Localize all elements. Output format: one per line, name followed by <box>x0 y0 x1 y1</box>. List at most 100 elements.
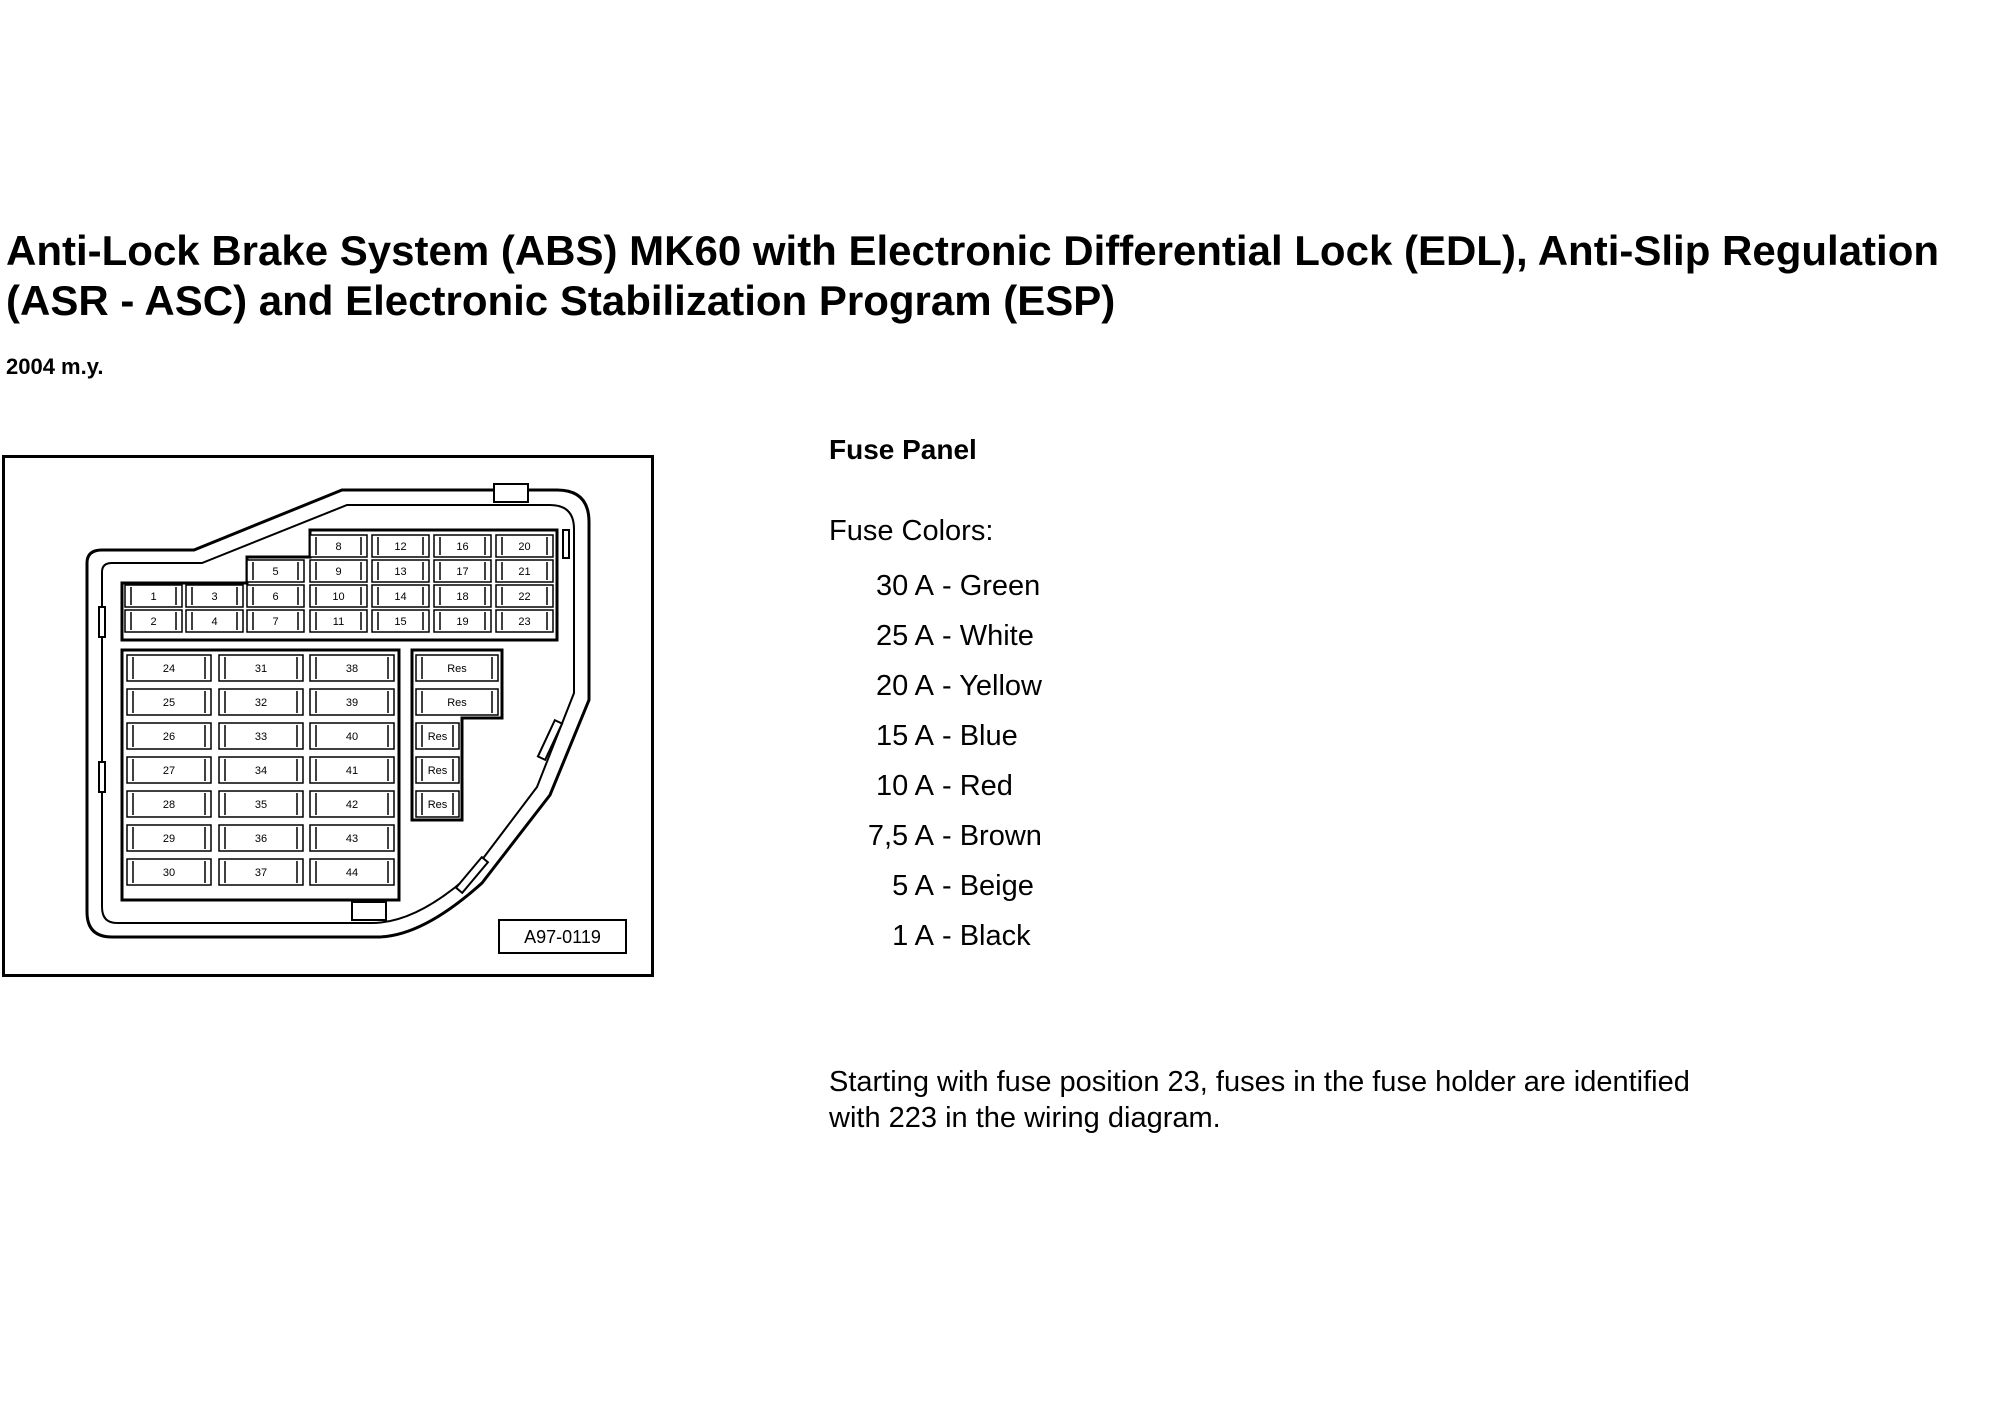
fuse-slot-label: Res <box>428 765 448 777</box>
reserve-slot: Res <box>415 722 460 750</box>
fuse-slot-label: 27 <box>163 765 175 777</box>
right-latch-lower <box>454 855 490 895</box>
fuse-slot: 23 <box>495 609 554 633</box>
left-latch-upper <box>98 606 106 638</box>
fuse-slot: 41 <box>309 756 395 784</box>
bottom-connector-tab <box>351 901 387 921</box>
fuse-color-row: 1 A- Black <box>829 911 1989 961</box>
fuse-slot-label: 31 <box>255 663 267 675</box>
fuse-color: - Green <box>942 570 1041 602</box>
fuse-slot-label: 6 <box>272 591 278 603</box>
fuse-slot-label: 35 <box>255 799 267 811</box>
fuse-slot-label: 5 <box>272 566 278 578</box>
fuse-slot: 14 <box>371 584 430 608</box>
fuse-slot-label: 29 <box>163 833 175 845</box>
fuse-slot: 37 <box>218 858 304 886</box>
fuse-color: - Beige <box>942 870 1034 902</box>
fuse-slot-label: 41 <box>346 765 358 777</box>
reserve-slot: Res <box>415 654 499 682</box>
fuse-slot: 16 <box>433 534 492 558</box>
housing-inner <box>101 504 575 924</box>
fuse-slot: 15 <box>371 609 430 633</box>
fuse-slot: 30 <box>126 858 212 886</box>
fuse-slot-label: 26 <box>163 731 175 743</box>
fuse-slot-label: 22 <box>518 591 530 603</box>
fuse-slot: 13 <box>371 559 430 583</box>
fuse-slot: 7 <box>246 609 305 633</box>
figure-code: A97-0119 <box>524 927 601 947</box>
reserve-slot: Res <box>415 790 460 818</box>
fuse-slot: 43 <box>309 824 395 852</box>
fuse-slot: 2 <box>124 609 183 633</box>
fuse-color: - White <box>942 620 1034 652</box>
fuse-slot-label: 24 <box>163 663 175 675</box>
reserve-slot: Res <box>415 756 460 784</box>
fuse-slot: 21 <box>495 559 554 583</box>
figure-frame <box>2 455 654 977</box>
fuse-color: - Yellow <box>942 670 1042 702</box>
fuse-slot: 3 <box>185 584 244 608</box>
fuse-color-row: 20 A- Yellow <box>829 661 1989 711</box>
fuse-color: - Brown <box>942 820 1042 852</box>
housing-outer <box>85 488 591 939</box>
fuse-numbering-note: Starting with fuse position 23, fuses in… <box>829 1064 1989 1136</box>
fuse-panel-info: Fuse Panel Fuse Colors: 30 A- Green 25 A… <box>829 430 1989 961</box>
fuse-slot-label: Res <box>428 799 448 811</box>
fuse-amperage: 30 A <box>875 570 934 602</box>
fuse-slot-label: 8 <box>335 541 341 553</box>
fuse-slot: 11 <box>309 609 368 633</box>
fuse-slot: 36 <box>218 824 304 852</box>
fuse-color: - Red <box>942 770 1013 802</box>
fuse-slot-label: 2 <box>150 616 156 628</box>
fuse-slot: 12 <box>371 534 430 558</box>
fuse-slot-label: 14 <box>394 591 406 603</box>
fuse-slot: 8 <box>309 534 368 558</box>
fuse-slot: 17 <box>433 559 492 583</box>
fuse-slot-label: Res <box>447 663 467 675</box>
fuse-slot-label: Res <box>447 697 467 709</box>
fuse-slot-label: 1 <box>150 591 156 603</box>
fuse-slot: 1 <box>124 584 183 608</box>
fuse-color-list: 30 A- Green 25 A- White 20 A- Yellow 15 … <box>829 561 1989 961</box>
fuse-slot: 18 <box>433 584 492 608</box>
fuse-slot-label: 19 <box>456 616 468 628</box>
fuse-color-row: 15 A- Blue <box>829 711 1989 761</box>
fuse-slot-label: 40 <box>346 731 358 743</box>
fuse-slot-label: 34 <box>255 765 267 777</box>
lower-fuse-block <box>120 648 401 902</box>
fuse-slot: 5 <box>246 559 305 583</box>
fuse-slot: 6 <box>246 584 305 608</box>
reserve-slot: Res <box>415 688 499 716</box>
fuse-slot-label: 23 <box>518 616 530 628</box>
fuse-slot: 39 <box>309 688 395 716</box>
fuse-slot: 29 <box>126 824 212 852</box>
fuse-slot: 28 <box>126 790 212 818</box>
fuse-slot-label: 10 <box>332 591 344 603</box>
right-latch-mid <box>536 718 564 762</box>
fuse-slot: 35 <box>218 790 304 818</box>
fuse-slot: 27 <box>126 756 212 784</box>
figure-code-box <box>498 919 627 954</box>
fuse-amperage: 1 A <box>892 920 934 952</box>
fuse-amperage: 25 A <box>875 620 934 652</box>
fuse-slot-label: 9 <box>335 566 341 578</box>
fuse-slot: 20 <box>495 534 554 558</box>
fuse-slot-label: 18 <box>456 591 468 603</box>
fuse-slot-label: 39 <box>346 697 358 709</box>
fuse-slot: 4 <box>185 609 244 633</box>
fuse-color: - Blue <box>942 720 1018 752</box>
title-line-2: (ASR - ASC) and Electronic Stabilization… <box>6 277 1116 324</box>
fuse-color-row: 5 A- Beige <box>829 861 1989 911</box>
model-year: 2004 m.y. <box>6 354 104 379</box>
fuse-slot-label: 7 <box>272 616 278 628</box>
fuse-color-row: 7,5 A- Brown <box>829 811 1989 861</box>
fuse-slot: 22 <box>495 584 554 608</box>
fuse-slot-label: 15 <box>394 616 406 628</box>
fuse-slot: 33 <box>218 722 304 750</box>
fuse-slot: 31 <box>218 654 304 682</box>
reserve-fuse-block <box>410 648 504 822</box>
fuse-slot: 38 <box>309 654 395 682</box>
fuse-slot-label: 16 <box>456 541 468 553</box>
